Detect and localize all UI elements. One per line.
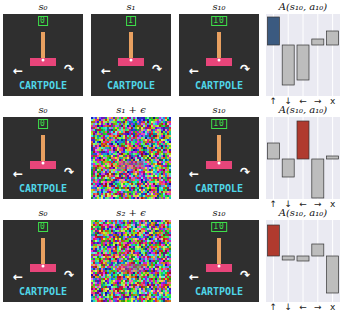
game-frame xyxy=(3,117,83,199)
game-name: CARTPOLE xyxy=(195,287,243,297)
game-name: CARTPOLE xyxy=(19,81,67,91)
action-tick: x xyxy=(330,97,335,106)
game-frame xyxy=(91,14,171,96)
panel-title: s₀ xyxy=(38,105,47,115)
score-digit: 1 xyxy=(126,16,136,26)
action-tick: → xyxy=(314,303,322,312)
action-arrow: ← xyxy=(101,65,111,77)
score-digit: 0 xyxy=(38,222,48,232)
game-name: CARTPOLE xyxy=(195,81,243,91)
action-tick: x xyxy=(330,303,335,312)
game-frame xyxy=(179,220,259,302)
noisy-frame xyxy=(91,117,171,199)
panel-title: s₁₀ xyxy=(212,105,225,115)
action-arrow: ← xyxy=(189,168,199,180)
advantage-bar-chart xyxy=(266,220,340,302)
action-tick: ↓ xyxy=(284,303,292,312)
noisy-frame xyxy=(91,220,171,302)
game-frame xyxy=(3,14,83,96)
action-tick: ↑ xyxy=(270,200,278,209)
panel-title: s₁ xyxy=(126,2,135,12)
game-name: CARTPOLE xyxy=(107,81,155,91)
action-arrow: ← xyxy=(189,65,199,77)
game-name: CARTPOLE xyxy=(195,184,243,194)
action-arrow: ← xyxy=(13,65,23,77)
score-digit: 10 xyxy=(211,119,227,129)
score-digit: 0 xyxy=(38,119,48,129)
action-arrow: ↷ xyxy=(240,269,250,281)
action-arrow: ↷ xyxy=(64,63,74,75)
panel-title: A(s₁₀, a₁₀) xyxy=(279,2,328,12)
score-digit: 0 xyxy=(38,16,48,26)
panel-title: s₁₀ xyxy=(212,2,225,12)
action-tick: ↑ xyxy=(270,303,278,312)
panel-title: s₁₀ xyxy=(212,208,225,218)
action-arrow: ↷ xyxy=(240,63,250,75)
game-frame xyxy=(179,117,259,199)
score-digit: 10 xyxy=(211,16,227,26)
panel-title: s₀ xyxy=(38,2,47,12)
advantage-bar-chart xyxy=(266,14,340,96)
panel-title: s₂ + ϵ xyxy=(116,208,145,218)
panel-title: A(s₁₀, a₁₀) xyxy=(279,105,328,115)
action-arrow: ↷ xyxy=(240,166,250,178)
panel-title: s₀ xyxy=(38,208,47,218)
action-arrow: ← xyxy=(13,168,23,180)
game-name: CARTPOLE xyxy=(19,287,67,297)
action-tick: ↑ xyxy=(270,97,278,106)
action-arrow: ← xyxy=(189,271,199,283)
advantage-bar-chart xyxy=(266,117,340,199)
action-tick: x xyxy=(330,200,335,209)
action-arrow: ↷ xyxy=(64,269,74,281)
panel-title: A(s₁₀, a₁₀) xyxy=(279,208,328,218)
score-digit: 10 xyxy=(211,222,227,232)
action-arrow: ↷ xyxy=(152,63,162,75)
action-arrow: ↷ xyxy=(64,166,74,178)
panel-title: s₁ + ϵ xyxy=(116,105,145,115)
action-arrow: ← xyxy=(13,271,23,283)
game-frame xyxy=(3,220,83,302)
game-name: CARTPOLE xyxy=(19,184,67,194)
action-tick: ← xyxy=(299,303,307,312)
game-frame xyxy=(179,14,259,96)
